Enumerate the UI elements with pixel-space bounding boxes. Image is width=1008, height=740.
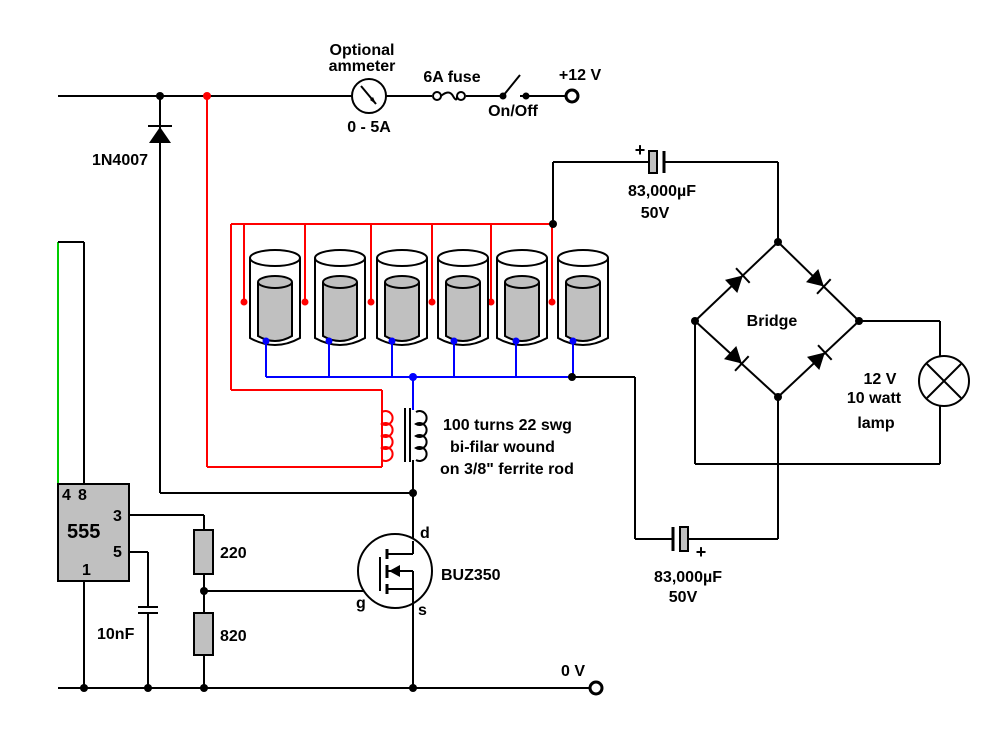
mosfet-label: BUZ350 xyxy=(441,567,501,584)
coil-label-line3: on 3/8" ferrite rod xyxy=(440,461,574,478)
resistor1-label: 220 xyxy=(220,545,247,562)
cell-4 xyxy=(437,249,489,346)
coil-label-line2: bi-filar wound xyxy=(450,439,555,456)
ammeter-label-line1: Optional xyxy=(330,42,395,59)
secondary-winding xyxy=(262,337,577,410)
top-cap-voltage: 50V xyxy=(641,205,670,222)
ic-pin3: 3 xyxy=(113,508,122,525)
top-capacitor-icon xyxy=(549,150,779,242)
bottom-cap-voltage: 50V xyxy=(669,589,698,606)
primary-winding xyxy=(203,92,556,468)
ammeter-icon xyxy=(351,78,387,114)
ground-terminal-icon xyxy=(588,680,604,696)
ic-pin5: 5 xyxy=(113,544,122,561)
capacitor-small-label: 10nF xyxy=(97,626,135,643)
resistor2-label: 820 xyxy=(220,628,247,645)
top-cap-value: 83,000µF xyxy=(628,183,696,200)
supply-plus-label: +12 V xyxy=(559,67,602,84)
lamp-label-line2: 10 watt xyxy=(847,390,902,407)
resistor-820-icon xyxy=(193,612,214,688)
ground-rail xyxy=(58,684,590,692)
ic-name: 555 xyxy=(67,521,100,543)
fuse-icon xyxy=(432,91,466,101)
ammeter-range-label: 0 - 5A xyxy=(347,119,391,136)
lamp-label-line3: lamp xyxy=(857,415,895,432)
bottom-capacitor-icon xyxy=(572,376,779,552)
bridge-rectifier-icon xyxy=(691,238,863,401)
bottom-cap-value: 83,000µF xyxy=(654,569,722,586)
cell-2 xyxy=(314,249,366,346)
bridge-label: Bridge xyxy=(747,313,798,330)
top-cap-plus: + xyxy=(635,140,646,160)
mosfet-d-label: d xyxy=(420,525,430,542)
bottom-cap-plus: + xyxy=(696,542,707,562)
positive-terminal-icon xyxy=(564,88,580,104)
ammeter-label-line2: ammeter xyxy=(329,58,396,75)
cell-5 xyxy=(496,249,548,346)
mosfet-g-label: g xyxy=(356,595,366,612)
switch-icon xyxy=(499,74,530,100)
mosfet-s-label: s xyxy=(418,602,427,619)
ferrite-transformer-icon xyxy=(404,408,428,493)
ic-pin1: 1 xyxy=(82,562,91,579)
lamp-label-line1: 12 V xyxy=(864,371,897,388)
supply-zero-label: 0 V xyxy=(561,663,585,680)
capacitor-10nf-icon xyxy=(138,606,158,688)
cell-1 xyxy=(249,249,301,346)
coil-label-line1: 100 turns 22 swg xyxy=(443,417,572,434)
mosfet-icon xyxy=(357,493,433,688)
electrolysis-cells xyxy=(249,249,609,346)
diode-label: 1N4007 xyxy=(92,152,148,169)
cell-3 xyxy=(376,249,428,346)
cell-6 xyxy=(557,249,609,346)
lamp-icon xyxy=(694,320,970,465)
switch-label: On/Off xyxy=(488,103,538,120)
ic-555-body xyxy=(57,483,130,582)
fuse-label: 6A fuse xyxy=(423,69,480,86)
ic-pin4: 4 xyxy=(62,487,71,504)
top-rail xyxy=(58,92,566,100)
diode-1n4007-icon xyxy=(148,96,172,493)
resistor-220-icon xyxy=(193,529,214,613)
timer-555 xyxy=(57,241,205,688)
ic-pin8: 8 xyxy=(78,487,87,504)
